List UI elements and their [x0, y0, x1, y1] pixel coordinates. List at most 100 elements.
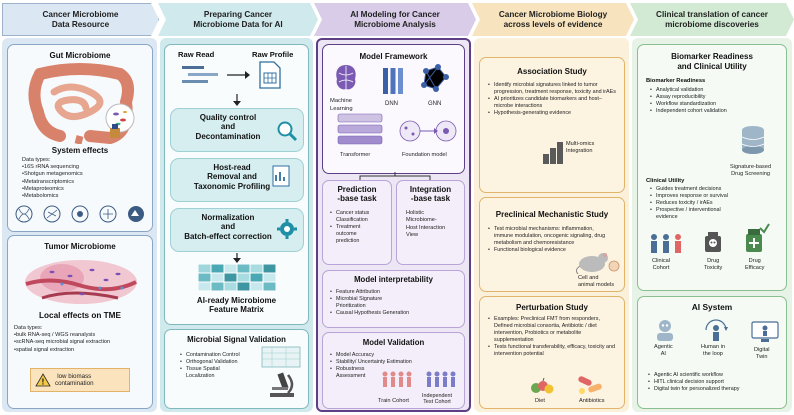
preclin-item-1: Test microbial mechanisms: inflammation,…	[488, 226, 608, 247]
utility-item-3: Reduces toxicity / irAEs	[650, 200, 770, 207]
tumor-data-type-2: •scRNA-seq microbial signal extraction	[14, 339, 111, 346]
ai-item-3: Digital twin for personalized therapy	[648, 386, 784, 393]
integration-task-panel	[396, 180, 465, 265]
magnifier-icon	[277, 121, 298, 142]
agentic-ai-icon	[657, 320, 673, 341]
valid-item-2: Stability/ Uncertainty Estimation	[330, 359, 460, 366]
gut-data-type-1: •16S rRNA sequencing	[22, 164, 79, 170]
interpretability-list: Feature Attribution Microbial Signature …	[330, 289, 460, 317]
machine-learning-icon	[336, 65, 356, 90]
assoc-item-2: AI prioritizes candidate biomarkers and …	[488, 96, 618, 110]
qc-step-label: Quality control and Decontamination	[195, 113, 261, 141]
preclinical-title: Preclinical Mechanistic Study	[495, 210, 609, 219]
prediction-task-title: Prediction -base task	[337, 185, 377, 204]
gut-title: Gut Microbiome	[49, 51, 111, 60]
perturb-item-1: Examples: Preclinical FMT from responder…	[488, 316, 620, 344]
interpretability-title: Model interpretability	[354, 275, 433, 284]
ai-item-1: Agentic AI scientific workflow	[648, 372, 784, 379]
flow-arrow-2	[233, 253, 241, 263]
ai-system-list: Agentic AI scientific workflow HITL clin…	[648, 372, 784, 393]
tumor-data-type-3: •spatial signal extraction	[14, 346, 75, 353]
gut-data-type-4: •Metaproteomics	[22, 185, 64, 192]
interp-item-2: Microbial Signature Prioritization	[330, 296, 460, 310]
qc-step-box	[170, 108, 304, 152]
utility-label: Clinical Utility	[646, 178, 685, 184]
cell-models-label: Cell and animal models	[578, 275, 615, 289]
dnn-icon	[383, 68, 403, 94]
warning-text: low biomass contamination	[55, 372, 94, 387]
prediction-task-list: Cancer status Classification Treatment o…	[330, 210, 390, 245]
drug-efficacy-icon	[746, 223, 770, 252]
interp-item-3: Causal Hypothesis Generation	[330, 310, 460, 317]
document-chart-icon	[272, 165, 290, 187]
readiness-item-3: Workflow standardization	[650, 101, 770, 108]
interp-item-1: Feature Attribution	[330, 289, 460, 296]
perturb-item-2: Tests functional transferability, effica…	[488, 344, 620, 358]
warning-icon: !	[35, 373, 51, 387]
human-loop-label: Human in the loop	[701, 344, 725, 358]
agentic-ai-label: Agentic AI	[654, 344, 673, 358]
header-clinical: Clinical translation of cancer microbiom…	[630, 3, 794, 36]
association-list: Identify microbial signatures linked to …	[488, 82, 618, 117]
prediction-item-1: Cancer status Classification	[330, 210, 390, 224]
foundation-model-label: Foundation model	[402, 152, 447, 158]
utility-item-4: Prospective / interventional evidence	[650, 207, 770, 221]
gut-subtitle: System effects	[51, 146, 109, 155]
tumor-tissue-illustration	[25, 260, 137, 304]
raw-read-label: Raw Read	[178, 50, 215, 59]
integration-task-text: Holistic Microbiome- Host Interaction Vi…	[406, 210, 446, 238]
low-biomass-warning: ! low biomass contamination	[30, 368, 130, 392]
intestine-illustration	[28, 63, 135, 144]
multiomics-icon	[543, 142, 563, 164]
mouse-cell-icon	[576, 253, 620, 274]
test-cohort-icon	[426, 371, 456, 387]
header-data-resource: Cancer Microbiome Data Resource	[2, 3, 159, 36]
raw-profile-icon	[259, 61, 281, 89]
validation-item-2: Orthogonal Validation	[180, 359, 260, 366]
raw-read-icon	[182, 66, 218, 83]
clinical-cohort-label: Clinical Cohort	[652, 258, 671, 272]
preclinical-list: Test microbial mechanisms: inflammation,…	[488, 226, 608, 254]
utility-list: Guides treatment decisions Improves resp…	[650, 186, 770, 221]
drug-efficacy-label: Drug Efficacy	[745, 258, 765, 272]
perturbation-title: Perturbation Study	[515, 303, 588, 312]
biomarker-title: Biomarker Readiness and Clinical Utility	[671, 52, 753, 71]
database-icon	[741, 126, 765, 154]
feature-matrix-label: AI-ready Microbiome Feature Matrix	[196, 296, 277, 315]
transformer-label: Transformer	[340, 152, 371, 158]
ml-label: Machine Learning	[330, 98, 353, 112]
feature-matrix-grid	[198, 264, 276, 292]
header-biology: Cancer Microbiome Biology across levels …	[472, 3, 634, 36]
perturbation-list: Examples: Preclinical FMT from responder…	[488, 316, 620, 358]
association-title: Association Study	[517, 67, 587, 76]
digital-twin-label: Digital Twin	[754, 347, 770, 361]
gut-data-type-2: •Shotgun metagenomics	[22, 171, 83, 178]
omics-icons-row	[15, 205, 144, 223]
flow-arrow	[233, 94, 241, 106]
tumor-subtitle: Local effects on TME	[39, 311, 121, 320]
gut-data-type-5: •Metabolomics	[22, 193, 59, 200]
gut-data-types-label: Data types:	[22, 157, 51, 163]
diet-label: Diet	[535, 398, 545, 404]
tumor-title: Tumor Microbiome	[44, 242, 116, 251]
dnn-label: DNN	[385, 101, 398, 107]
readiness-list: Analytical validation Assay reproducibil…	[650, 87, 770, 115]
gear-icon	[277, 219, 297, 239]
drug-toxicity-label: Drug Toxicity	[704, 258, 723, 272]
antibiotics-icon	[578, 376, 602, 394]
utility-item-1: Guides treatment decisions	[650, 186, 770, 193]
signal-validation-title: Microbial Signal Validation	[187, 335, 286, 344]
tumor-data-type-1: •bulk RNA-seq / WGS reanalysis	[14, 332, 96, 338]
readiness-label: Biomarker Readiness	[646, 78, 706, 84]
antibiotics-label: Antibiotics	[579, 398, 605, 404]
diet-icon	[531, 378, 554, 394]
integration-task-title: Integration -base task	[409, 185, 452, 204]
readiness-item-1: Analytical validation	[650, 87, 770, 94]
ai-system-title: AI System	[691, 302, 733, 312]
gnn-icon	[421, 64, 449, 92]
valid-item-1: Model Accuracy	[330, 352, 460, 359]
preclin-item-2: Functional biological evidence	[488, 247, 608, 254]
foundation-model-icon	[399, 120, 457, 142]
arrow-right-icon	[227, 71, 250, 79]
microscope-icon	[261, 346, 301, 397]
